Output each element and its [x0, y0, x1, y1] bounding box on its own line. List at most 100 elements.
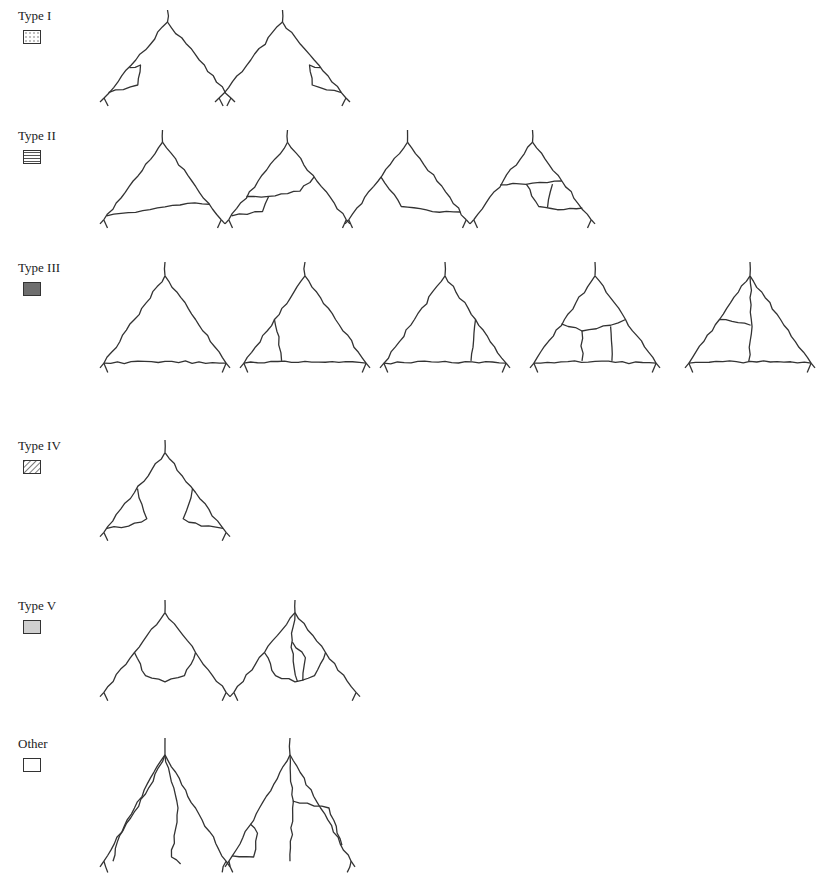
crack-line [526, 184, 582, 210]
crack-line [164, 440, 166, 453]
crack-line [384, 361, 506, 364]
crack-triangle [215, 10, 350, 106]
crack-line [749, 262, 751, 276]
crack-triangle [470, 130, 595, 228]
crack-line [107, 489, 147, 529]
crack-line [407, 130, 408, 142]
crack-line [534, 276, 595, 363]
crack-triangle [225, 738, 355, 872]
crack-line [232, 196, 269, 216]
crack-line [349, 142, 408, 220]
crack-line [290, 755, 351, 861]
crack-line [366, 363, 370, 368]
crack-line [811, 363, 815, 368]
crack-line [342, 98, 346, 106]
crack-line [222, 532, 226, 540]
crack-line [445, 276, 506, 363]
crack-line [104, 755, 165, 861]
crack-line [288, 142, 347, 220]
crack-line [304, 262, 305, 276]
crack-line [561, 320, 625, 332]
crack-line [652, 363, 656, 372]
crack-line [381, 177, 460, 212]
crack-line [104, 453, 165, 533]
crack-line [689, 361, 811, 363]
crack-line [292, 642, 305, 681]
crack-line [226, 363, 230, 368]
crack-line [163, 142, 222, 220]
crack-line [656, 363, 660, 368]
crack-line [229, 861, 233, 872]
type-label: Type II [18, 128, 56, 144]
crack-line [282, 10, 284, 22]
crack-line [165, 276, 226, 363]
legend-swatch [23, 282, 41, 296]
crack-line [164, 600, 165, 613]
pattern-fill [24, 461, 41, 474]
crack-line [164, 738, 165, 755]
crack-line [225, 220, 229, 224]
crack-line [274, 320, 281, 361]
type-label: Type V [18, 598, 56, 614]
crack-line [463, 220, 467, 228]
crack-line [134, 653, 195, 682]
crack-line [104, 861, 108, 872]
legend-swatch [23, 758, 41, 772]
crack-triangle [530, 262, 660, 372]
legend-swatch [23, 150, 41, 164]
crack-line [362, 363, 366, 372]
crack-line [591, 220, 595, 224]
crack-triangle [100, 738, 230, 872]
crack-line [689, 363, 693, 372]
crack-line [104, 98, 108, 106]
crack-line [100, 363, 104, 368]
crack-line [689, 276, 750, 363]
crack-line [222, 692, 226, 700]
crack-line [215, 98, 219, 102]
crack-line [225, 861, 229, 867]
crack-triangle [685, 262, 815, 372]
crack-line [530, 363, 534, 368]
crack-triangle [100, 10, 235, 106]
crack-line [351, 861, 355, 867]
crack-line [229, 220, 233, 228]
crack-line [219, 22, 282, 98]
crack-line [502, 363, 506, 372]
crack-line [581, 331, 583, 361]
crack-line [104, 22, 167, 98]
crack-line [286, 130, 288, 142]
crack-line [100, 861, 104, 867]
crack-line [594, 262, 596, 276]
crack-line [226, 532, 230, 536]
crack-triangle [100, 600, 230, 701]
legend-swatch [23, 30, 41, 44]
crack-triangle [225, 130, 350, 228]
legend-swatch [23, 460, 41, 474]
crack-line [240, 363, 244, 368]
crack-line [168, 22, 231, 98]
crack-line [384, 363, 388, 372]
crack-line [229, 755, 290, 861]
crack-line [289, 738, 291, 755]
crack-line [231, 98, 235, 102]
crack-line [534, 361, 656, 364]
crack-line [588, 220, 592, 228]
crack-line [167, 10, 169, 22]
crack-line [244, 363, 248, 372]
type-label: Type III [18, 260, 60, 276]
crack-triangle [240, 262, 370, 372]
crack-line [346, 98, 350, 102]
crack-line [104, 276, 165, 363]
crack-line [219, 98, 223, 106]
crack-line [108, 65, 140, 93]
crack-line [384, 276, 445, 363]
crack-line [221, 220, 225, 224]
crack-line [685, 363, 689, 368]
crack-line [104, 361, 226, 364]
crack-line [305, 276, 366, 363]
crack-line [534, 363, 538, 372]
type-label: Type IV [18, 438, 61, 454]
crack-line [749, 276, 752, 362]
crack-line [444, 262, 446, 276]
crack-line [100, 98, 104, 102]
